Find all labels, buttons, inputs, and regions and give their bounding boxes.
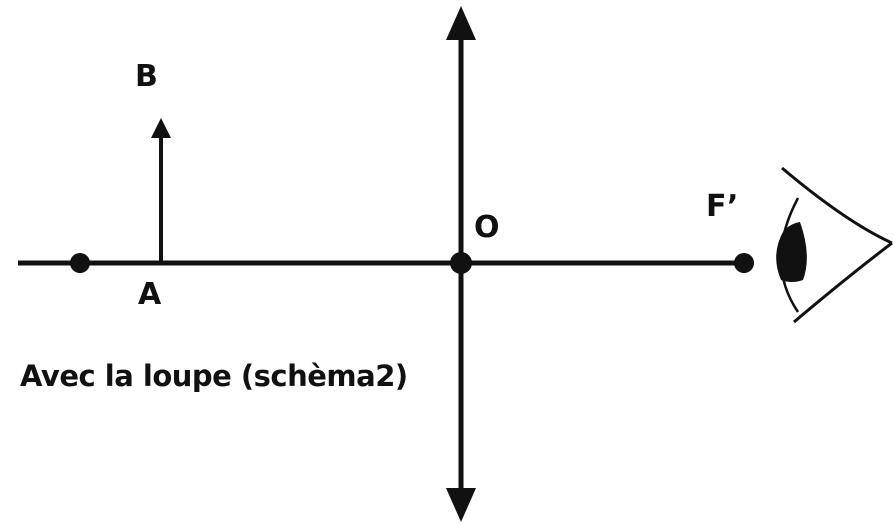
diagram-caption: Avec la loupe (schèma2) <box>20 359 408 393</box>
lens-arrow-bottom <box>446 488 476 522</box>
lens-arrow-top <box>446 6 476 40</box>
label-b: B <box>135 59 158 94</box>
label-o: O <box>474 210 500 245</box>
optical-center-point <box>450 252 472 274</box>
label-f-prime: F’ <box>706 189 739 224</box>
eye-icon <box>776 166 893 324</box>
label-a: A <box>138 277 162 312</box>
focal-point-left <box>70 253 90 273</box>
object-arrow-head <box>151 118 171 138</box>
focal-point-f-prime <box>734 253 754 273</box>
